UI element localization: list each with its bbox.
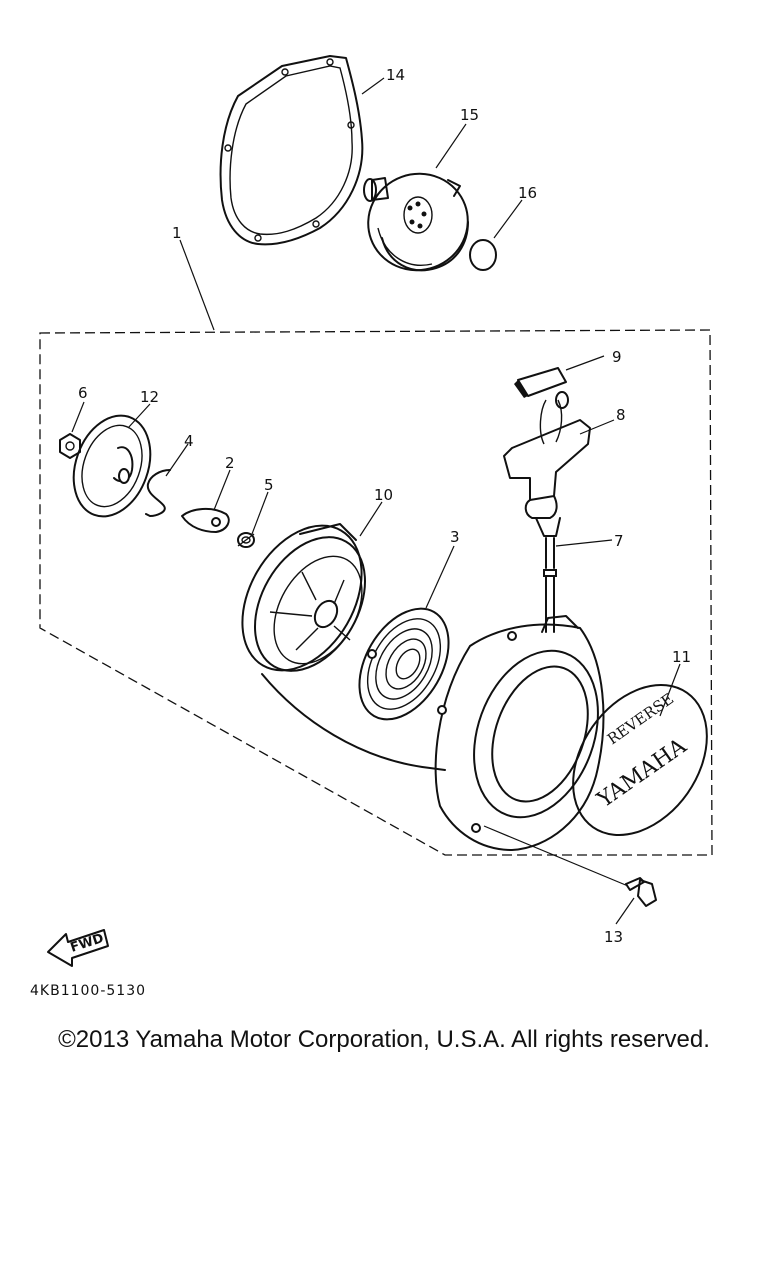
part-12-shaft-plate <box>72 414 152 518</box>
callout-9: 9 <box>612 348 622 366</box>
callout-4: 4 <box>184 432 194 450</box>
leader-lines <box>71 77 681 925</box>
callout-3: 3 <box>450 528 460 546</box>
assembly-boundary <box>39 329 713 856</box>
callout-13: 13 <box>604 928 623 946</box>
callout-8: 8 <box>616 406 626 424</box>
callout-1: 1 <box>172 224 182 242</box>
exploded-parts-diagram: REVERSE YAMAHA FWD <box>39 55 713 967</box>
diagram-code: 4KB1100-5130 <box>30 983 147 999</box>
copyright-notice: ©2013 Yamaha Motor Corporation, U.S.A. A… <box>58 1026 710 1053</box>
part-6-nut <box>59 433 81 459</box>
emblem-yamaha-text: YAMAHA <box>592 733 692 813</box>
part-5-coil-spring <box>237 532 255 548</box>
part-11-emblem: REVERSE YAMAHA <box>572 684 708 836</box>
part-15-drive-cup <box>363 172 469 272</box>
callout-10: 10 <box>374 486 393 504</box>
fwd-arrow-icon: FWD <box>47 929 109 967</box>
part-9-handle-cap <box>514 367 567 398</box>
part-8-starter-handle <box>503 391 591 537</box>
emblem-reverse-text: REVERSE <box>604 690 677 749</box>
callout-5: 5 <box>264 476 274 494</box>
starter-case <box>434 615 605 851</box>
part-10-rope-pulley <box>241 523 446 771</box>
callout-11: 11 <box>672 648 691 666</box>
part-16-o-ring <box>469 239 497 271</box>
callout-6: 6 <box>78 384 88 402</box>
part-13-bolt <box>483 825 657 907</box>
part-3-recoil-spring <box>358 607 450 721</box>
callout-14: 14 <box>386 66 405 84</box>
callout-7: 7 <box>614 532 624 550</box>
callout-16: 16 <box>518 184 537 202</box>
callout-15: 15 <box>460 106 479 124</box>
part-14-gasket <box>219 55 364 246</box>
callout-12: 12 <box>140 388 159 406</box>
part-4-clip-spring <box>145 469 171 517</box>
part-2-pawl <box>181 508 230 533</box>
callout-2: 2 <box>225 454 235 472</box>
